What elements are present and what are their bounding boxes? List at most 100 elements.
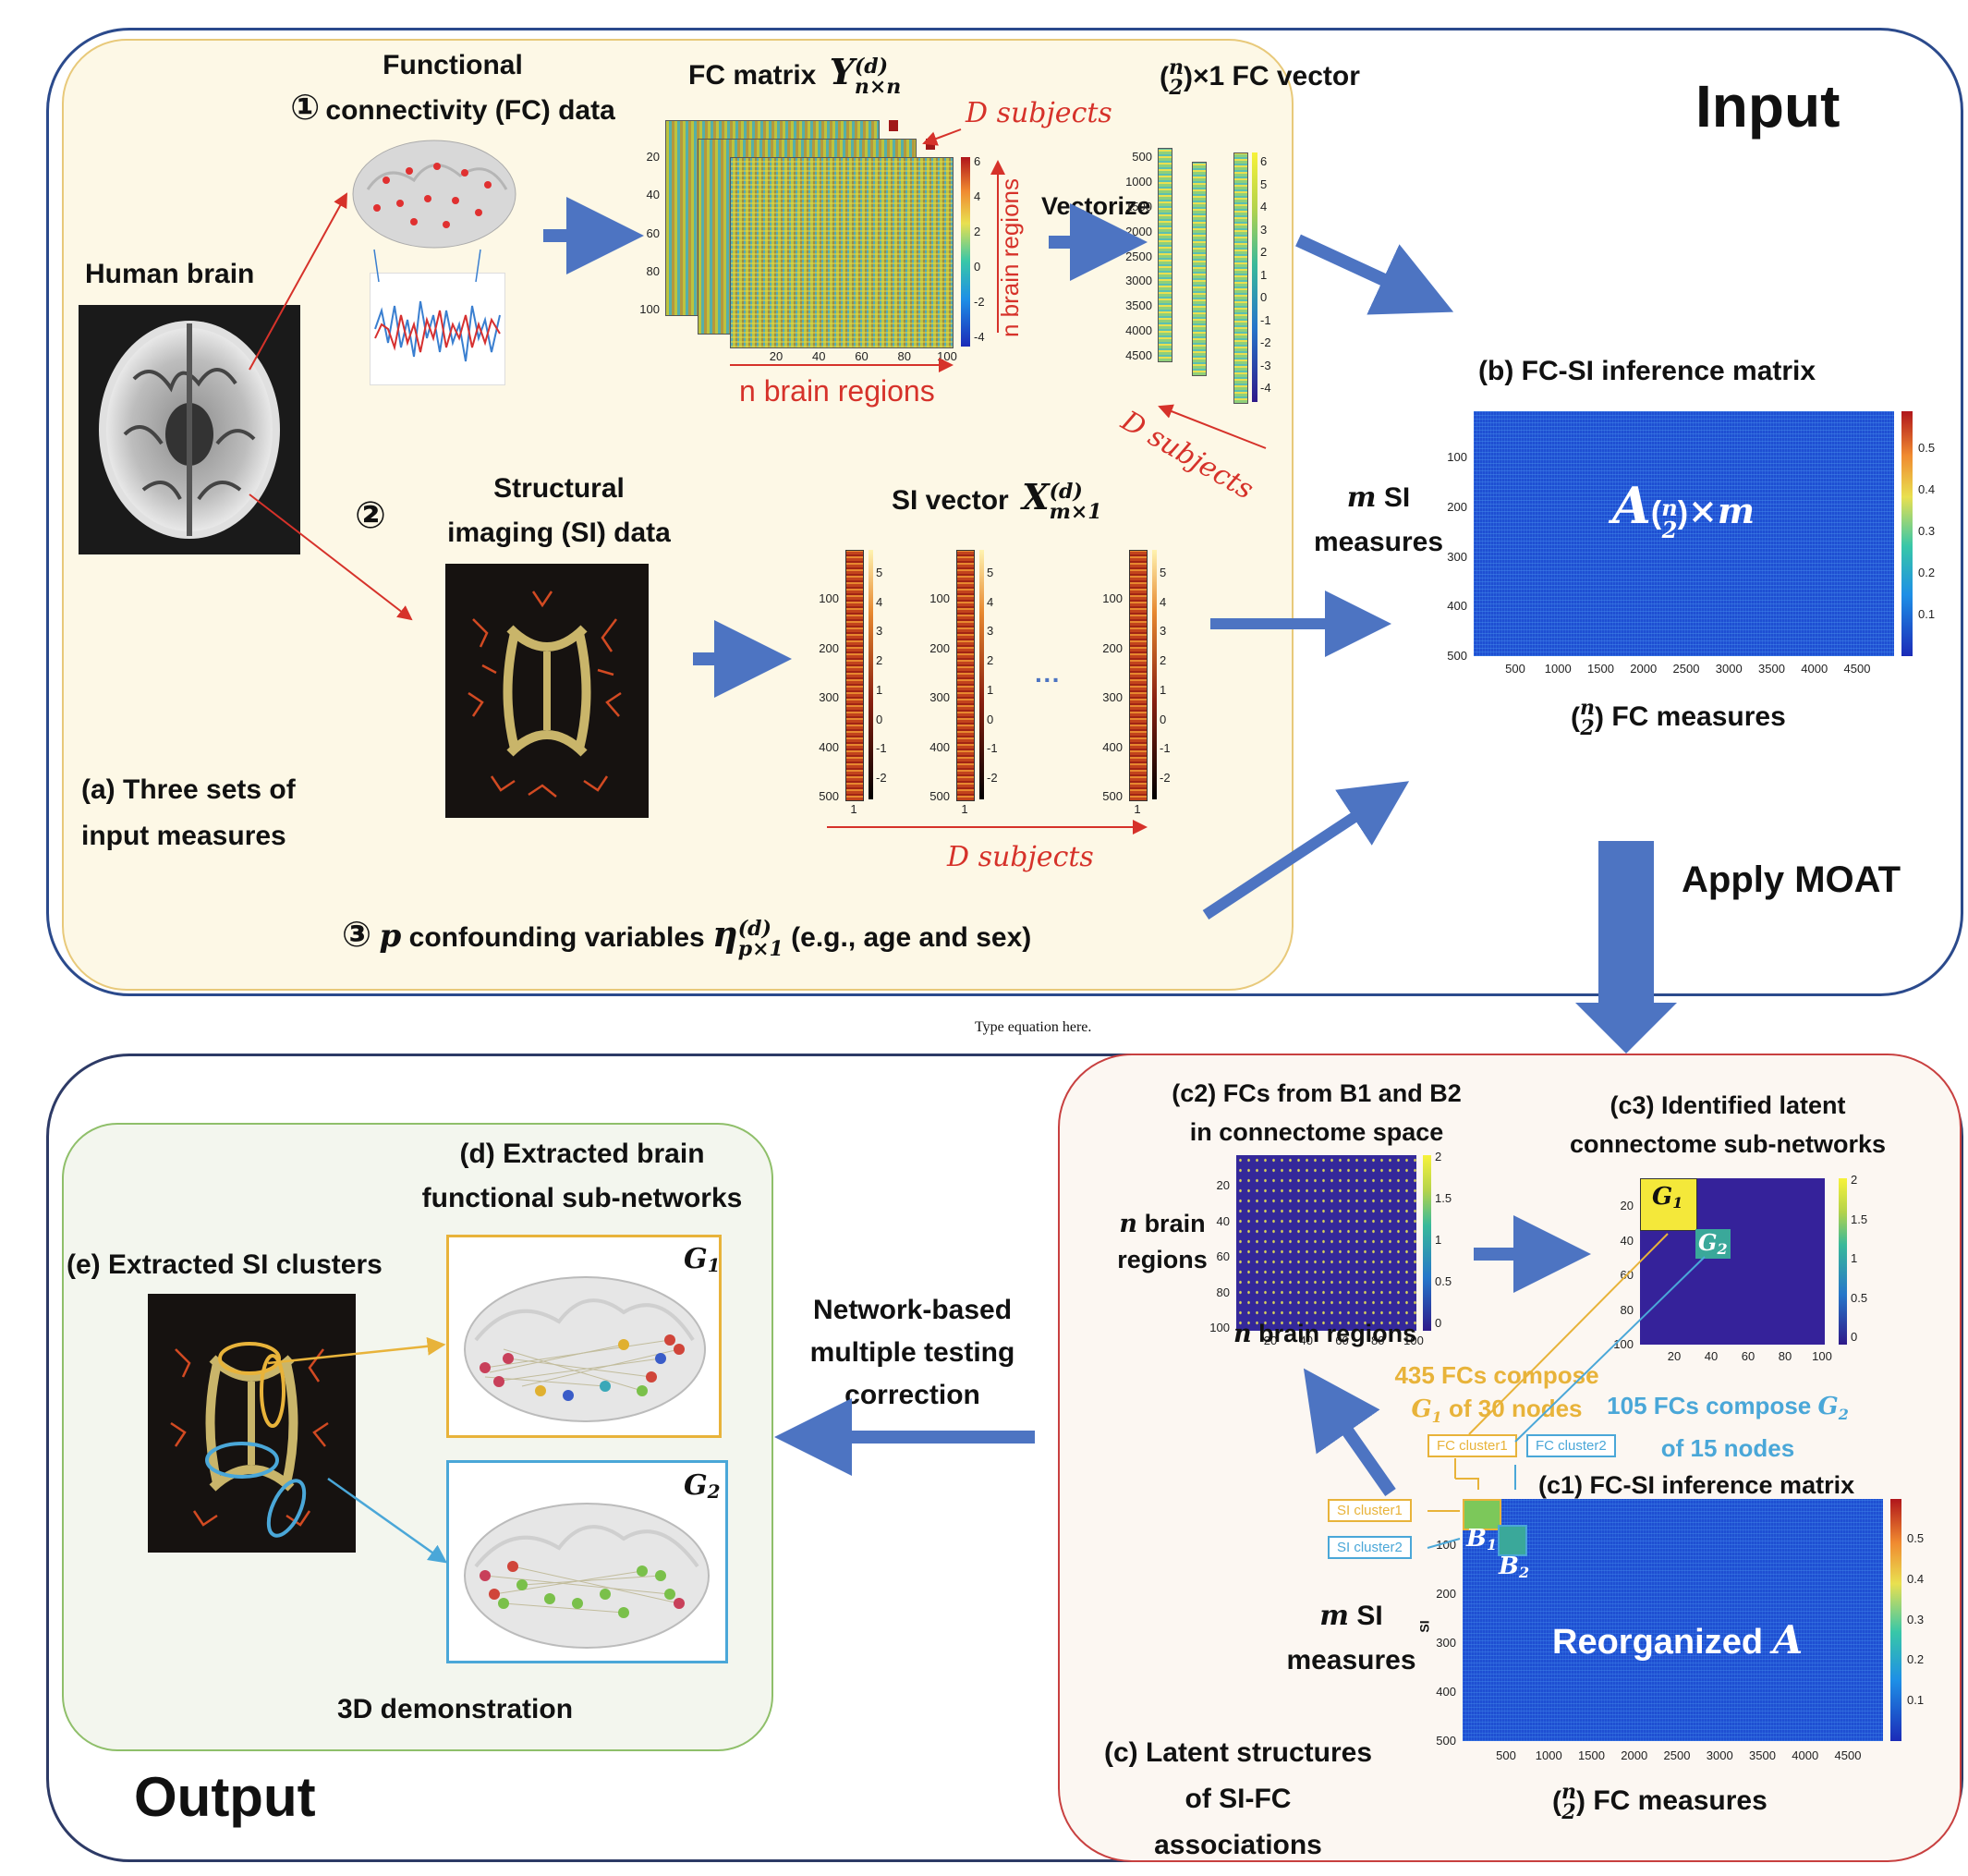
c1-cb-tick: 0.5 [1907, 1531, 1925, 1545]
si-vector-col-3 [1129, 550, 1148, 801]
si-colorbar-2 [979, 550, 984, 799]
g1-letter: G [684, 1243, 708, 1275]
c2-colorbar [1423, 1155, 1431, 1331]
c1-binom-top: n [1561, 1780, 1576, 1804]
confound-symbol: η [712, 913, 738, 955]
si-cb-tick: 2 [1160, 653, 1167, 668]
panel-b-y-tick: 300 [1447, 549, 1467, 564]
c1-x-tick: 1500 [1578, 1748, 1605, 1762]
fc-matrix-colorbar [961, 157, 970, 347]
panel-b-x-tick: 1000 [1544, 662, 1572, 676]
panel-b-cb-tick: 0.2 [1918, 566, 1936, 579]
si-y-tick: 200 [819, 640, 839, 655]
fc-matrix-sup: (d) [854, 55, 889, 79]
c3-g2-sub: 2 [1717, 1240, 1728, 1259]
fc-cluster1-box: FC cluster1 [1427, 1434, 1517, 1457]
fc-vector-y-tick: 4500 [1125, 348, 1152, 362]
c3-g1-label: G1 [1652, 1183, 1683, 1212]
c2-y-tick: 20 [1216, 1178, 1230, 1192]
b2-letter: B [1499, 1553, 1519, 1580]
fc-vector-cb-tick: 4 [1260, 200, 1268, 213]
fc-vector-cb-tick: 1 [1260, 267, 1268, 282]
panel-c2-line1: (c2) FCs from B1 and B2 [1172, 1079, 1462, 1107]
si-y-tick: 400 [929, 739, 950, 754]
b1-sub: 1 [1486, 1536, 1498, 1554]
c1-reorganized-label: Reorganized A [1552, 1617, 1803, 1663]
si-cb-tick: 4 [1160, 594, 1167, 609]
correction-line2: multiple testing [809, 1337, 1015, 1368]
si-x-tick: 1 [961, 802, 968, 816]
fc-front-x-tick: 80 [897, 349, 911, 363]
panel-d-line2: functional sub-networks [421, 1183, 743, 1213]
fc-matrix-sub: n×n [854, 75, 902, 100]
reorganized-text: Reorganized [1552, 1623, 1764, 1662]
c2-h-text: brain regions [1258, 1320, 1417, 1347]
si-cb-tick: 5 [987, 566, 994, 579]
c1-cb-tick: 0.2 [1907, 1652, 1925, 1667]
panel-b-cb-tick: 0.3 [1918, 524, 1936, 538]
m-si-line1: SI [1383, 482, 1411, 513]
fc-vector-label: ×1 FC vector [1193, 60, 1360, 91]
b1-letter: B [1466, 1525, 1487, 1553]
c3-x-tick: 80 [1778, 1349, 1792, 1363]
c1-b2-label: B2 [1499, 1553, 1529, 1581]
fc-back-y-tick: 100 [639, 302, 660, 316]
si-vector-col-2 [956, 550, 975, 801]
si-y-tick: 100 [929, 591, 950, 605]
si-cb-tick: -2 [876, 771, 887, 785]
apply-moat-label: Apply MOAT [1682, 859, 1901, 900]
panel-b-cb-tick: 0.1 [1918, 607, 1936, 621]
fc-front-x-tick: 20 [769, 349, 784, 363]
c3-y-tick: 20 [1620, 1199, 1634, 1212]
input-section-frame [46, 28, 1963, 996]
fc-back-y-tick: 60 [646, 225, 660, 240]
fc-front-cb-tick: 6 [974, 154, 981, 168]
c1-to-c2-arrow [1303, 1368, 1396, 1497]
panel-b-x-tick: 3000 [1715, 662, 1743, 676]
c2-x-tick: 40 [1299, 1334, 1313, 1347]
panel-b-x-tick: 4500 [1843, 662, 1871, 676]
c1-colorbar [1890, 1499, 1901, 1741]
c1-x-tick: 2500 [1663, 1748, 1691, 1762]
si-y-tick: 500 [929, 789, 950, 803]
panel-c3-label: (c3) Identified latent connectome sub-ne… [1543, 1086, 1913, 1163]
c3-cb-tick: 1.5 [1851, 1212, 1868, 1226]
si-d-subjects: D subjects [947, 841, 1094, 873]
compose2-label: 105 FCs compose G2 of 15 nodes [1603, 1389, 1853, 1465]
c2-n-brain-regions-v: n brain regions [1107, 1206, 1218, 1277]
fc-cluster1-leader [1468, 1233, 1669, 1435]
si-cluster2-box: SI cluster2 [1328, 1536, 1412, 1559]
si-x-tick: 1 [850, 802, 857, 816]
c1-b2-block [1498, 1525, 1527, 1556]
fc-vec-subjects-arrow [1158, 404, 1267, 449]
g2-sub: 2 [707, 1480, 721, 1504]
g1-sub: 1 [707, 1254, 721, 1277]
panel-d-line1: (d) Extracted brain [459, 1139, 705, 1169]
c2-cb-tick: 1 [1435, 1233, 1442, 1247]
si-cluster1-box: SI cluster1 [1328, 1499, 1412, 1522]
si-cb-tick: 1 [876, 682, 883, 697]
si-cb-tick: 4 [876, 594, 883, 609]
mri-to-fc-arrow [249, 192, 347, 371]
c3-colorbar [1839, 1178, 1847, 1345]
fc-back-y-tick: 40 [646, 188, 660, 202]
panel-e-label: (e) Extracted SI clusters [67, 1249, 383, 1280]
si-d-subjects-text: D subjects [947, 841, 1094, 873]
panel-b-x-tick: 1500 [1587, 662, 1614, 676]
si-vector-symbol: X [1022, 476, 1050, 518]
g2-letter: G [684, 1469, 708, 1502]
c2-cb-tick: 2 [1435, 1150, 1442, 1163]
si-cluster1-leader [267, 1336, 446, 1365]
c2-x-tick: 100 [1403, 1334, 1424, 1347]
c2-n-brain-line1: brain [1144, 1210, 1206, 1237]
c1-y-tick: 300 [1436, 1636, 1456, 1650]
fc-circled-number: ① [290, 89, 321, 128]
si-vector-sub: m×1 [1049, 500, 1102, 525]
c2-n-brain-regions-h: n brain regions [1233, 1320, 1416, 1348]
panel-b-cb-tick: 0.5 [1918, 441, 1936, 455]
fc-vec-binom-bottom: 2 [1169, 76, 1184, 100]
confound-tail: (e.g., age and sex) [791, 922, 1032, 953]
